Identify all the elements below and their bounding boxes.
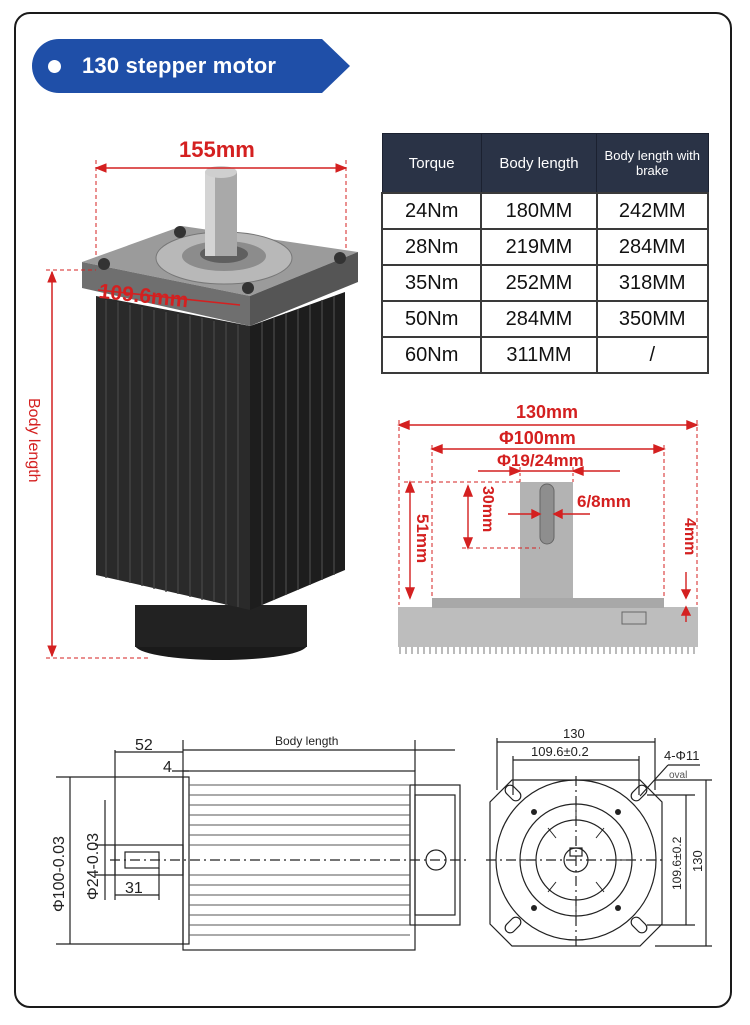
cell-body-length-brake: 284MM [595,228,710,266]
cell-body-length: 252MM [480,264,598,302]
cell-torque: 24Nm [380,192,483,230]
shaft-detail-diagram [397,419,699,654]
cell-body-length-brake: 242MM [595,192,710,230]
front-vertical-spacing-label: 109.6±0.2 [670,836,684,890]
spec-table: Torque Body length Body length with brak… [380,133,710,374]
side-shaft-dia-label: Φ24-0.03 [85,833,102,900]
cell-body-length-brake: / [595,336,710,374]
cell-body-length: 219MM [480,228,598,266]
table-row: 60Nm 311MM / [380,336,710,374]
front-hole-shape-label: oval [669,770,687,781]
cell-body-length: 284MM [480,300,598,338]
page-frame [14,12,732,1008]
front-width-label: 130 [563,726,585,741]
side-shaft-length-label: 52 [135,737,153,754]
bullet-icon [48,60,61,73]
cell-torque: 35Nm [380,264,483,302]
cell-body-length-brake: 318MM [595,264,710,302]
side-pilot-dia-label: Φ100-0.03 [51,836,68,912]
detail-width-label: 130mm [516,402,579,422]
title-banner [32,39,352,93]
cell-body-length-brake: 350MM [595,300,710,338]
table-row: 28Nm 219MM 284MM [380,228,710,266]
front-hole-spacing-label: 109.6±0.2 [531,744,589,759]
table-row: 35Nm 252MM 318MM [380,264,710,302]
cell-body-length: 311MM [480,336,598,374]
side-pilot-height-label: 4 [163,759,172,776]
detail-shaft-dia-label: Φ19/24mm [497,451,584,470]
cell-torque: 28Nm [380,228,483,266]
cell-torque: 60Nm [380,336,483,374]
side-body-length-label: Body length [275,734,338,748]
col-body-length: Body length [480,133,598,194]
side-key-length-label: 31 [125,880,143,897]
motor-photo [46,160,358,660]
table-row: 24Nm 180MM 242MM [380,192,710,230]
front-height-label: 130 [690,850,705,872]
cell-body-length: 180MM [480,192,598,230]
front-holes-label: 4-Φ11 [664,748,699,763]
page-title: 130 stepper motor [82,53,277,78]
detail-pilot-label: Φ100mm [499,428,576,448]
cell-torque: 50Nm [380,300,483,338]
detail-keyway-label: 6/8mm [577,492,631,511]
table-row: 50Nm 284MM 350MM [380,300,710,338]
width-label: 155mm [179,137,255,162]
